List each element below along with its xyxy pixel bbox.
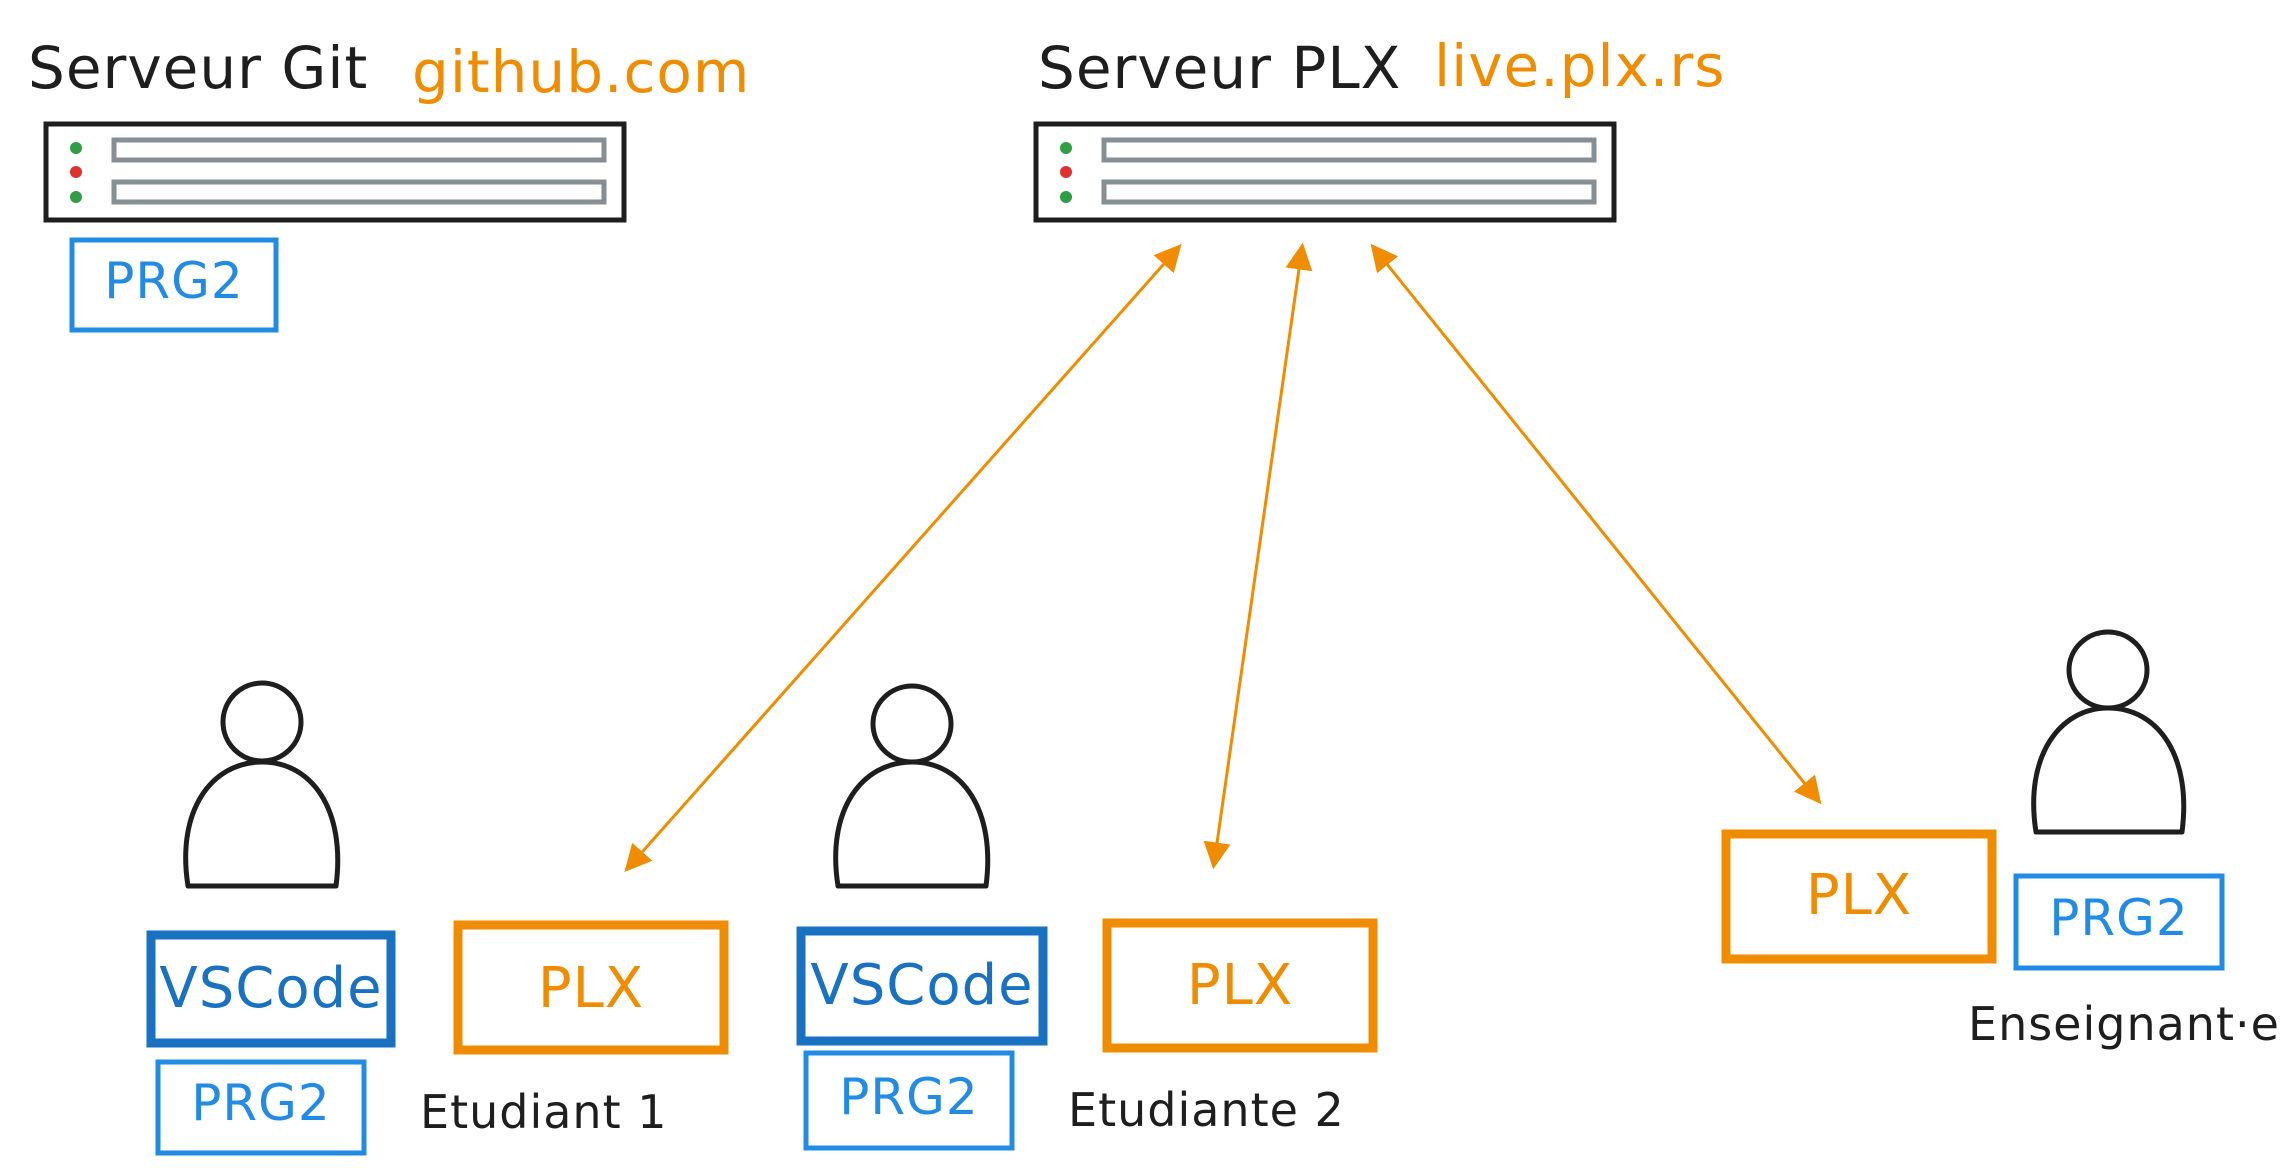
git-server-slot-bottom <box>111 179 607 205</box>
git-server-url: github.com <box>412 38 750 106</box>
student2-repo-box: PRG2 <box>803 1050 1015 1151</box>
student2-plx-box[interactable]: PLX <box>1102 918 1378 1053</box>
plx-server-rack-icon <box>1033 121 1617 223</box>
student1-plx-frame <box>453 920 729 1055</box>
student1-person-body <box>183 759 341 889</box>
student1-name: Etudiant 1 <box>420 1085 668 1139</box>
student1-person-head <box>220 680 304 764</box>
git-server-led-green-top <box>70 142 82 154</box>
student2-vscode-frame <box>796 926 1048 1046</box>
student2-name: Etudiante 2 <box>1068 1083 1345 1137</box>
git-server: Serveur Git github.com PRG2 <box>28 34 750 333</box>
teacher-person-icon <box>2031 629 2187 835</box>
plx-server-slot-top <box>1101 137 1597 163</box>
git-server-slot-top <box>111 137 607 163</box>
teacher-plx-box[interactable]: PLX <box>1721 829 1997 964</box>
student1-vscode-label: VSCode <box>159 956 382 1021</box>
student1: VSCode PLX PRG2 Etudiant 1 <box>146 680 729 1156</box>
student1-repo-frame <box>155 1059 367 1156</box>
git-server-title: Serveur Git <box>28 34 368 102</box>
arrow-plx-server-student1 <box>624 243 1182 873</box>
connections <box>624 242 1822 873</box>
teacher-name: Enseignant·e <box>1968 997 2280 1051</box>
student2-person-icon <box>833 683 991 889</box>
student1-vscode-box[interactable]: VSCode <box>146 930 396 1048</box>
student1-plx-box[interactable]: PLX <box>453 920 729 1055</box>
plx-server-led-green-top <box>1060 142 1072 154</box>
git-server-rack-icon <box>43 121 627 223</box>
student2-plx-frame <box>1102 918 1378 1053</box>
teacher-person-body <box>2031 705 2187 835</box>
teacher-repo-label: PRG2 <box>2049 889 2188 947</box>
git-server-led-red <box>70 166 82 178</box>
plx-server-url: live.plx.rs <box>1434 32 1725 100</box>
git-server-repo-label: PRG2 <box>104 252 243 310</box>
plx-server-led-red <box>1060 166 1072 178</box>
teacher-plx-frame <box>1721 829 1997 964</box>
student2-person-body <box>833 759 991 889</box>
plx-server-slot-bottom <box>1101 179 1597 205</box>
teacher-plx-label: PLX <box>1806 863 1912 928</box>
student2-person-head <box>870 683 954 765</box>
student2-vscode-box[interactable]: VSCode <box>796 926 1048 1046</box>
teacher-repo-box: PRG2 <box>2013 873 2225 971</box>
arrow-plx-server-teacher <box>1370 243 1822 805</box>
student2: VSCode PLX PRG2 Etudiante 2 <box>796 683 1378 1151</box>
git-server-rack-frame <box>43 121 627 223</box>
arrow-plx-server-student2 <box>1203 242 1313 870</box>
student2-repo-label: PRG2 <box>839 1068 978 1126</box>
student1-repo-label: PRG2 <box>191 1074 330 1132</box>
teacher: PLX PRG2 Enseignant·e <box>1721 629 2280 1051</box>
student1-person-icon <box>183 680 341 889</box>
student2-plx-label: PLX <box>1187 953 1293 1018</box>
student2-repo-frame <box>803 1050 1015 1151</box>
plx-server-led-green-bottom <box>1060 191 1072 203</box>
git-server-repo-frame <box>69 237 279 333</box>
teacher-repo-frame <box>2013 873 2225 971</box>
student1-vscode-frame <box>146 930 396 1048</box>
git-server-repo-box: PRG2 <box>69 237 279 333</box>
student2-vscode-label: VSCode <box>810 953 1033 1018</box>
student1-plx-label: PLX <box>538 956 644 1021</box>
student1-repo-box: PRG2 <box>155 1059 367 1156</box>
teacher-person-head <box>2066 629 2150 711</box>
plx-server-rack-frame <box>1033 121 1617 223</box>
plx-server: Serveur PLX live.plx.rs <box>1033 32 1725 223</box>
git-server-led-green-bottom <box>70 191 82 203</box>
plx-server-title: Serveur PLX <box>1038 34 1401 102</box>
